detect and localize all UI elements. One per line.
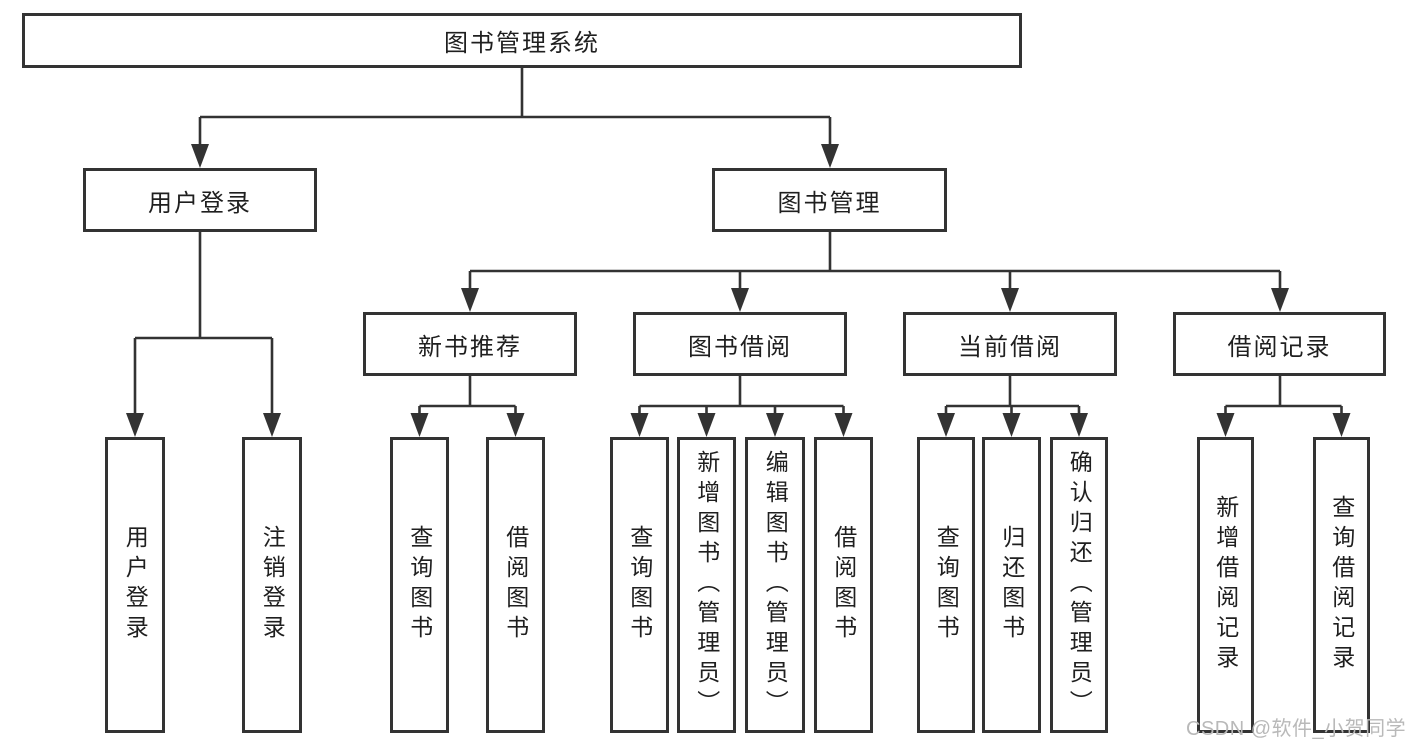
arrow-down-icon — [126, 413, 144, 437]
arrow-down-icon — [937, 413, 955, 437]
leaf-logout-login: 注销登录 — [242, 437, 302, 733]
leaf-label: 查询图书 — [626, 525, 653, 645]
leaf-query-books-current: 查询图书 — [917, 437, 975, 733]
node-new-book-recommendation: 新书推荐 — [363, 312, 577, 376]
node-borrowing-records: 借阅记录 — [1173, 312, 1386, 376]
watermark: CSDN @软件_小贺同学 — [1186, 718, 1405, 740]
leaf-label: 查询借阅记录 — [1328, 495, 1355, 675]
leaf-label: 用户登录 — [122, 525, 149, 645]
arrow-down-icon — [1001, 288, 1019, 312]
leaf-add-books-admin: 新增图书（管理员） — [677, 437, 736, 733]
arrow-down-icon — [834, 413, 853, 437]
arrow-down-icon — [1070, 413, 1088, 437]
node-user-login: 用户登录 — [83, 168, 317, 232]
arrowhead-icons — [126, 144, 1351, 437]
arrow-down-icon — [1271, 288, 1289, 312]
arrow-down-icon — [731, 288, 749, 312]
arrow-down-icon — [821, 144, 839, 168]
leaf-label: 确认归还（管理员） — [1066, 450, 1093, 720]
connector-stems — [133, 68, 1343, 415]
leaf-borrow-books: 借阅图书 — [814, 437, 873, 733]
arrow-down-icon — [697, 413, 716, 437]
arrow-down-icon — [191, 144, 209, 168]
leaf-query-borrow-record: 查询借阅记录 — [1313, 437, 1370, 733]
arrow-down-icon — [766, 413, 784, 437]
node-book-management: 图书管理 — [712, 168, 947, 232]
node-current-borrowing: 当前借阅 — [903, 312, 1117, 376]
arrow-down-icon — [1002, 413, 1021, 437]
leaf-label: 借阅图书 — [830, 525, 857, 645]
leaf-add-borrow-record: 新增借阅记录 — [1197, 437, 1254, 733]
arrow-down-icon — [1332, 413, 1351, 437]
leaf-edit-books-admin: 编辑图书（管理员） — [745, 437, 805, 733]
node-library-management-system: 图书管理系统 — [22, 13, 1022, 68]
leaf-label: 查询图书 — [933, 525, 960, 645]
leaf-label: 新增图书（管理员） — [693, 450, 720, 720]
leaf-confirm-return-admin: 确认归还（管理员） — [1050, 437, 1108, 733]
arrow-down-icon — [1216, 413, 1235, 437]
leaf-label: 新增借阅记录 — [1212, 495, 1239, 675]
arrow-down-icon — [630, 413, 649, 437]
leaf-label: 借阅图书 — [502, 525, 529, 645]
leaf-label: 编辑图书（管理员） — [762, 450, 789, 720]
node-book-borrowing: 图书借阅 — [633, 312, 847, 376]
leaf-return-books: 归还图书 — [982, 437, 1041, 733]
leaf-label: 查询图书 — [406, 525, 433, 645]
arrow-down-icon — [410, 413, 429, 437]
leaf-user-login: 用户登录 — [105, 437, 165, 733]
arrow-down-icon — [263, 413, 281, 437]
leaf-borrow-books-recommend: 借阅图书 — [486, 437, 545, 733]
leaf-query-books-recommend: 查询图书 — [390, 437, 449, 733]
leaf-query-books-borrowing: 查询图书 — [610, 437, 669, 733]
leaf-label: 注销登录 — [259, 525, 286, 645]
arrow-down-icon — [461, 288, 479, 312]
arrow-down-icon — [506, 413, 525, 437]
leaf-label: 归还图书 — [998, 525, 1025, 645]
